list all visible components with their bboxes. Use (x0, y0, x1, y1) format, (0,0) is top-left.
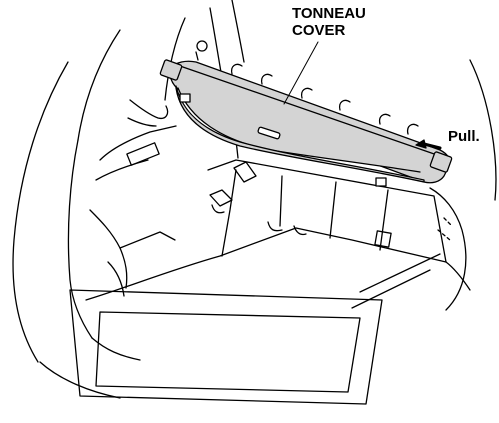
tonneau-label-line1: TONNEAU (292, 5, 366, 22)
cargo-floor (69, 59, 497, 405)
tonneau-cover (159, 40, 453, 187)
vehicle-body-outline (12, 0, 245, 399)
pull-label: Pull. (448, 128, 480, 145)
tonneau-cover-label: TONNEAU COVER (292, 5, 366, 39)
tonneau-label-line2: COVER (292, 22, 346, 39)
callout-leaders (283, 41, 442, 150)
